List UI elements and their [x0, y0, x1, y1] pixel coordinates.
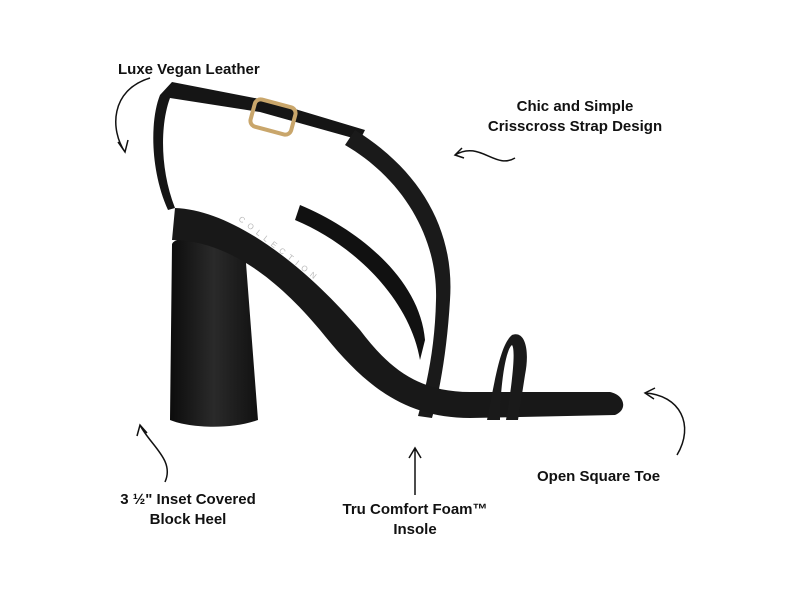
insole: [172, 208, 624, 418]
arrow-heel: [136, 423, 168, 483]
toe-strap: [487, 334, 527, 420]
buckle-icon: [248, 97, 298, 137]
block-heel: [170, 238, 258, 427]
crisscross-strap-inner: [295, 205, 425, 360]
arrow-strap: [453, 147, 516, 162]
callout-comfort-insole: Tru Comfort Foam™ Insole: [335, 500, 495, 540]
arrow-toe: [643, 387, 686, 456]
callout-text: Chic and Simple: [516, 98, 634, 115]
callout-text: Insole: [393, 521, 437, 538]
callout-text: Open Square Toe: [537, 468, 661, 485]
callout-text: Crisscross Strap Design: [487, 118, 663, 135]
crisscross-strap: [345, 130, 451, 418]
ankle-strap: [153, 82, 365, 210]
callout-luxe-vegan-leather: Luxe Vegan Leather: [118, 60, 260, 80]
callout-arrows: [115, 77, 686, 495]
arrow-leather: [115, 77, 151, 154]
callout-text: 3 ½" Inset Covered: [120, 491, 256, 508]
callout-open-square-toe: Open Square Toe: [537, 467, 660, 487]
arrow-insole: [408, 446, 422, 495]
callout-text: Luxe Vegan Leather: [118, 61, 260, 78]
callout-text: Tru Comfort Foam™: [342, 501, 488, 518]
callout-text: Block Heel: [149, 511, 227, 528]
